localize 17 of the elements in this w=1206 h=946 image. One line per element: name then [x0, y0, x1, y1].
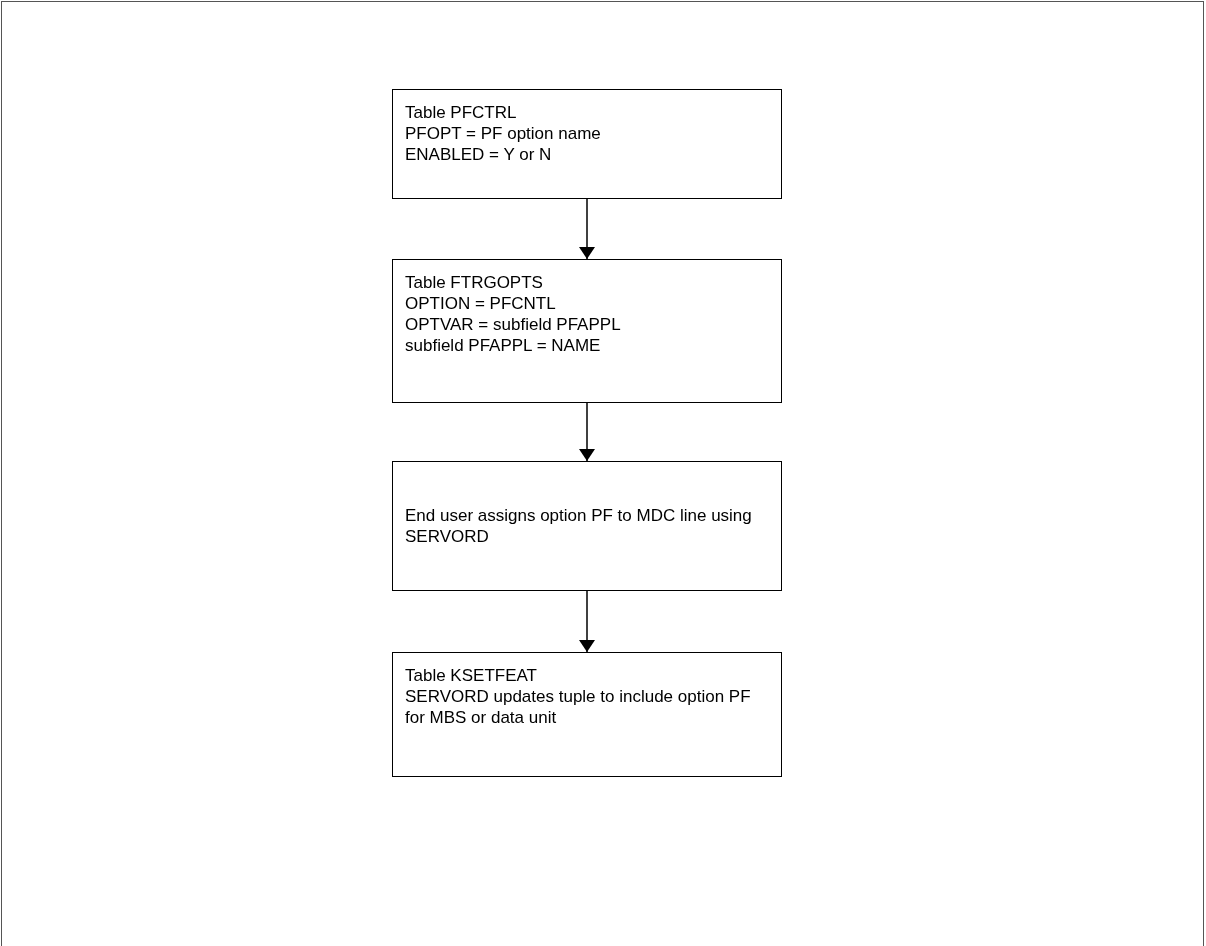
arrow: [579, 198, 595, 260]
box-text: Table PFCTRL: [405, 102, 518, 123]
process-box: [392, 259, 782, 403]
arrow: [579, 402, 595, 462]
box-text: Table FTRGOPTS: [405, 272, 544, 293]
arrow: [579, 590, 595, 653]
box-text: PFOPT = PF option name: [405, 123, 602, 144]
box-text: End user assigns option PF to MDC line using SERVORD: [405, 505, 753, 547]
box-text: ENABLED = Y or N: [405, 144, 553, 165]
box-text: SERVORD updates tuple to include option PF for MBS or data unit: [405, 686, 752, 728]
box-text: OPTION = PFCNTL: [405, 293, 557, 314]
process-box: [392, 652, 782, 777]
process-box: [392, 461, 782, 591]
box-text: Table KSETFEAT: [405, 665, 538, 686]
process-box: [392, 89, 782, 199]
box-text: subfield PFAPPL = NAME: [405, 335, 602, 356]
box-text: OPTVAR = subfield PFAPPL: [405, 314, 622, 335]
